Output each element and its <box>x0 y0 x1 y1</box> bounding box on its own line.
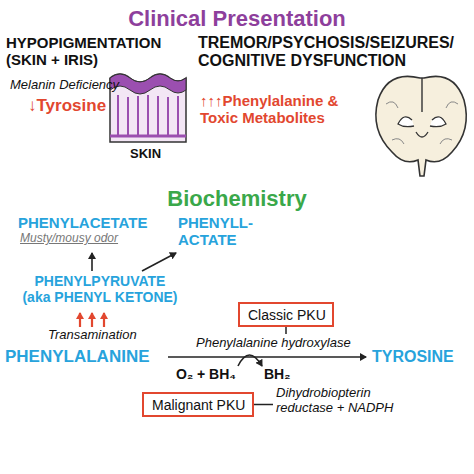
reaction-name: Transamination <box>48 328 137 343</box>
brain-illustration <box>376 76 466 176</box>
lab-finding: ↑↑↑Phenylalanine & Toxic Metabolites <box>200 92 365 127</box>
skin-illustration <box>110 74 186 142</box>
enzyme-name: Dihydrobiopterin reductase + NADPH <box>276 386 426 416</box>
pku-type-box: Malignant PKU <box>142 392 254 417</box>
cause-note: Melanin Deficiency <box>10 78 120 93</box>
box-label: Classic PKU <box>248 307 324 323</box>
metabolite-name: PHENYLL- ACTATE <box>178 214 273 249</box>
lab-finding: ↓Tyrosine <box>28 96 106 116</box>
part-name: SKIN <box>130 147 161 162</box>
metabolite-name: PHENYLACETATE <box>18 214 147 231</box>
cofactor: O₂ + BH₄ <box>176 366 236 382</box>
leader-line <box>285 327 287 334</box>
symptom-heading: TREMOR/PSYCHOSIS/SEIZURES/ COGNITIVE DYS… <box>198 34 470 71</box>
enzyme-name: Phenylalanine hydroxylase <box>196 336 351 351</box>
metabolite-name: PHENYLALANINE <box>5 347 150 367</box>
box-label: Malignant PKU <box>152 397 244 413</box>
note: Musty/mousy odor <box>20 232 118 246</box>
section-title: Biochemistry <box>0 186 474 211</box>
section-title: Clinical Presentation <box>0 6 474 31</box>
leader-line <box>254 404 273 406</box>
cofactor: BH₂ <box>264 366 290 382</box>
pku-type-box: Classic PKU <box>238 302 334 327</box>
metabolite-name: PHENYLPYRUVATE (aka PHENYL KETONE) <box>20 273 180 305</box>
symptom-heading: HYPOPIGMENTATION (SKIN + IRIS) <box>6 34 196 69</box>
metabolite-name: TYROSINE <box>372 348 454 366</box>
transamination-arrows <box>80 313 104 327</box>
